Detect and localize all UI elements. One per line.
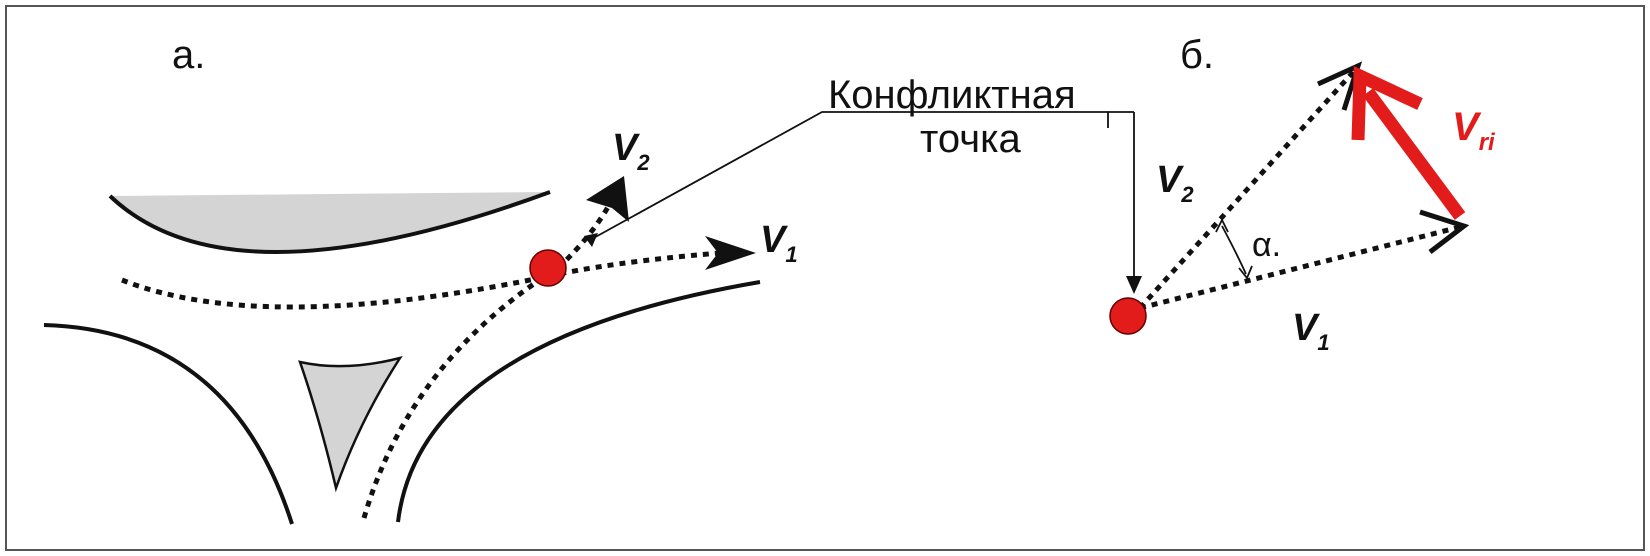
v1-vector-b: [1139, 223, 1465, 311]
angle-arc-tip-top: [1215, 217, 1229, 233]
panel-a-label: а.: [172, 33, 205, 77]
road-edge-right: [396, 280, 761, 523]
v2-label-b: V2: [1156, 159, 1194, 207]
v2-label-a: V2: [612, 127, 650, 175]
callout-leader-left: [589, 111, 1109, 241]
v2-arrowhead-a: [586, 176, 629, 222]
v1-arrowhead-b: [1419, 209, 1470, 254]
panel-b-label: б.: [1180, 33, 1214, 77]
callout-arrow-left: [584, 233, 598, 247]
v2-vector-b: [1138, 68, 1357, 310]
angle-label: α.: [1252, 226, 1281, 264]
vr-label: Vri: [1452, 105, 1496, 156]
callout-line1: Конфликтная: [828, 73, 1076, 117]
v2-arrowhead-b: [1316, 61, 1363, 111]
triangle-island: [298, 356, 403, 493]
angle-arc: [1221, 225, 1247, 275]
trajectory-through: [121, 250, 721, 310]
trajectory-merge: [361, 205, 611, 519]
figure-frame: [5, 5, 1645, 551]
v1-label-a: V1: [760, 219, 798, 267]
vr-vector: [1362, 88, 1466, 220]
v1-arrowhead-a: [705, 236, 756, 270]
callout-arrow-right: [1126, 276, 1142, 294]
v1-label-b: V1: [1292, 307, 1330, 355]
road-edge-left: [43, 323, 294, 525]
conflict-point-a: [529, 249, 567, 287]
conflict-point-b: [1109, 297, 1147, 335]
angle-arc-tip-bottom: [1238, 265, 1253, 280]
upper-island-fill: [110, 192, 550, 253]
callout-line2: точка: [920, 117, 1021, 161]
upper-island-edge: [108, 190, 551, 254]
vr-arrowhead: [1351, 65, 1423, 141]
